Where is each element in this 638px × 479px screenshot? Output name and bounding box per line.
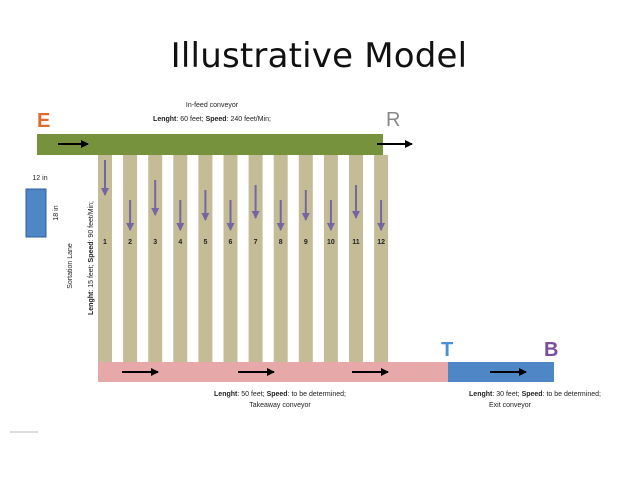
sortation-lane-12 bbox=[374, 155, 389, 362]
lane-number-1: 1 bbox=[103, 239, 107, 246]
sortation-lane-5 bbox=[198, 155, 213, 362]
takeaway-spec: Lenght: 50 feet; Speed: to be determined… bbox=[214, 391, 346, 398]
lane-number-9: 9 bbox=[304, 239, 308, 246]
lane-number-2: 2 bbox=[128, 239, 132, 246]
package-box bbox=[25, 188, 47, 238]
sortation-lane-9 bbox=[298, 155, 313, 362]
sortation-lane-3 bbox=[148, 155, 163, 362]
lane-number-5: 5 bbox=[203, 239, 207, 246]
exit-spec: Lenght: 30 feet; Speed: to be determined… bbox=[469, 391, 601, 398]
sortation-lane-6 bbox=[223, 155, 238, 362]
slide-title: Illustrative Model bbox=[170, 36, 468, 76]
lane-number-8: 8 bbox=[279, 239, 283, 246]
lane-number-11: 11 bbox=[352, 239, 360, 246]
sortation-spec: Lenght: 15 feet; Speed: 90 feet/Min; bbox=[88, 201, 95, 315]
sortation-lane-2 bbox=[123, 155, 138, 362]
transfer-letter: T bbox=[441, 339, 453, 361]
sortation-lane-11 bbox=[349, 155, 363, 362]
lane-number-12: 12 bbox=[377, 239, 385, 246]
sortation-lane-10 bbox=[323, 155, 338, 362]
package-height: 18 in bbox=[53, 205, 60, 220]
lane-number-7: 7 bbox=[254, 239, 258, 246]
lane-number-3: 3 bbox=[153, 239, 157, 246]
takeaway-name: Takeaway conveyor bbox=[249, 402, 311, 409]
r-letter: R bbox=[386, 109, 400, 131]
sortation-lane-4 bbox=[173, 155, 188, 362]
exit-letter: B bbox=[544, 339, 558, 361]
exit-name: Exit conveyor bbox=[489, 402, 532, 409]
lane-number-10: 10 bbox=[327, 239, 335, 246]
sortation-lane-7 bbox=[248, 155, 263, 362]
sortation-lane-1 bbox=[98, 155, 112, 362]
infeed-conveyor bbox=[37, 134, 383, 155]
sortation-lane-8 bbox=[273, 155, 288, 362]
infeed-spec: Lenght: 60 feet; Speed: 240 feet/Min; bbox=[153, 116, 271, 123]
package-width: 12 in bbox=[32, 175, 47, 182]
sortation-name: Sortation Lane bbox=[67, 243, 74, 289]
lane-number-4: 4 bbox=[178, 239, 182, 246]
infeed-name: In-feed conveyor bbox=[186, 102, 239, 109]
lane-number-6: 6 bbox=[229, 239, 233, 246]
entry-letter: E bbox=[37, 110, 50, 132]
